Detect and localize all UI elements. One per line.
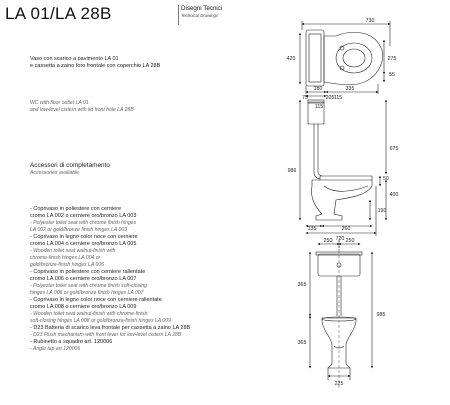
dim-top-offset-left: 180 bbox=[314, 86, 323, 92]
accessory-en-line: - Wooden toilet seat walnut-finish with … bbox=[30, 311, 148, 317]
accessory-it-line: cromo LA 002 o cerniere oro/bronzo LA 00… bbox=[30, 213, 137, 219]
dim-side-base-a: 135 bbox=[308, 226, 317, 232]
accessory-en-line: - Wooden toilet seat walnut-finish with bbox=[30, 248, 116, 254]
accessory-en-line: - Angle tap art.120006 bbox=[30, 346, 81, 352]
product-description-en: WC with floor outlet LA 01 and low-level… bbox=[30, 100, 134, 114]
accessory-en-line: - D23 Flush mechanism with front lever f… bbox=[30, 332, 182, 338]
side-view-drawing bbox=[298, 94, 388, 236]
dim-front-base-width: 225 bbox=[335, 381, 344, 387]
accessory-it-line: - Coprivaso in poliestere con cerniere r… bbox=[30, 269, 146, 275]
dim-side-overall-height: 986 bbox=[288, 168, 297, 174]
accessories-title-it: Accessori di completamento bbox=[30, 162, 110, 169]
accessory-en-line: soft-closing hinges LA 008 or gold/bronz… bbox=[30, 318, 171, 324]
accessory-en-line: - Polyester toilet seat with chrome fini… bbox=[30, 220, 137, 226]
section-title-en: Technical Drawings bbox=[181, 13, 219, 18]
dim-front-top-a: 250 bbox=[324, 238, 333, 244]
dim-top-depth: 420 bbox=[287, 56, 296, 62]
accessory-it-line: cromo LA 004 o cerniere oro/bronzo LA 00… bbox=[30, 241, 137, 247]
dim-side-base-b: 260 bbox=[342, 226, 351, 232]
dim-side-cistern-height: 675 bbox=[390, 146, 399, 152]
description-line: Vaso con scarico a pavimento LA 01 bbox=[30, 56, 119, 62]
accessory-it-line: cromo LA 006 o cerniere oro/bronzo LA 00… bbox=[30, 276, 137, 282]
dim-top-seat-rear: 275 bbox=[388, 56, 397, 62]
dim-front-overall-height: 985 bbox=[377, 312, 386, 318]
accessory-it-line: - Coprivaso in legno color noce con cern… bbox=[30, 234, 138, 240]
dim-top-seat-front: 55 bbox=[389, 72, 395, 78]
dim-top-overall-width: 730 bbox=[366, 18, 375, 24]
dim-front-mid: 365 bbox=[298, 340, 307, 346]
accessory-en-line: LA 002 or gold/bronze finish hinges LA 0… bbox=[30, 227, 128, 233]
accessory-item: - D23 Batteria di scarico leva frontale … bbox=[30, 325, 270, 339]
dim-front-cistern: 365 bbox=[298, 282, 307, 288]
accessory-item: - Coprivaso in poliestere con cerniere r… bbox=[30, 269, 270, 297]
front-view-drawing bbox=[308, 240, 374, 388]
description-line: WC with floor outlet LA 01 bbox=[30, 100, 89, 106]
dim-top-rear: 75 bbox=[302, 95, 308, 101]
accessory-en-line: chrome-finish hinges LA 004 or bbox=[30, 255, 101, 261]
page-title: LA 01/LA 28B bbox=[5, 4, 112, 23]
dim-front-top-b: 250 bbox=[346, 238, 355, 244]
accessory-item: - Coprivaso in legno color noce con cern… bbox=[30, 297, 270, 325]
top-view-drawing bbox=[298, 21, 391, 94]
accessory-en-line: hinges LA 006 or gold/bronze finish hing… bbox=[30, 290, 144, 296]
product-description-it: Vaso con scarico a pavimento LA 01 e cas… bbox=[30, 56, 160, 70]
dim-side-depth-total: 720 bbox=[336, 236, 345, 242]
accessory-en-line: - Polyester toilet seat with chrome fini… bbox=[30, 283, 147, 289]
accessory-item: - Coprivaso in legno color noce con cern… bbox=[30, 234, 270, 269]
description-line: e cassetta a zaino foro frontale con cop… bbox=[30, 63, 161, 69]
accessory-it-line: - D23 Batteria di scarico leva frontale … bbox=[30, 325, 191, 331]
dim-top-offset-right: 335 bbox=[346, 86, 355, 92]
section-title-it: Disegni Tecnici bbox=[181, 5, 223, 12]
dim-side-top-a: 205 bbox=[326, 95, 335, 101]
accessory-en-line: gold/bronze-finish hinges LA 005 bbox=[30, 262, 105, 268]
description-line: and low-level cistern with lid front hol… bbox=[30, 107, 134, 113]
dim-side-top-b: 115 bbox=[315, 104, 323, 110]
header-divider bbox=[178, 5, 179, 25]
accessory-it-line: cromo LA 008 o cerniere oro/bronzo LA 00… bbox=[30, 304, 137, 310]
dim-side-seat-height: 400 bbox=[390, 192, 399, 198]
accessory-it-line: - Coprivaso in poliestere con cerniere bbox=[30, 206, 122, 212]
dim-top-outlet: 115 bbox=[334, 95, 342, 101]
dim-side-pipe: 50 bbox=[383, 176, 389, 182]
accessories-title-en: Accessories available bbox=[30, 170, 79, 176]
accessory-item: - Rubinetto a squadro art. 120006- Angle… bbox=[30, 339, 270, 353]
accessory-it-line: - Rubinetto a squadro art. 120006 bbox=[30, 339, 113, 345]
accessory-it-line: - Coprivaso in legno color noce con cern… bbox=[30, 297, 162, 303]
dim-side-outlet-height: 190 bbox=[378, 208, 387, 214]
